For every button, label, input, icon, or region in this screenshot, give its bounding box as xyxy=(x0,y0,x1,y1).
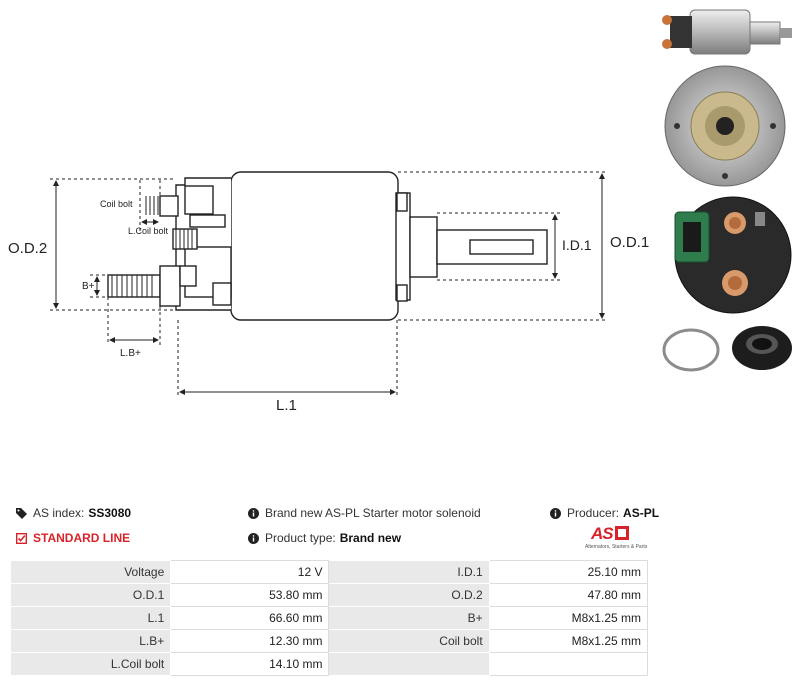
info-icon xyxy=(248,507,259,519)
solenoid-side-photo xyxy=(662,9,792,55)
label-l-coil-bolt: L.Coil bolt xyxy=(128,226,169,236)
product-type-label: Product type: xyxy=(265,531,336,545)
technical-drawing: O.D.2 O.D.1 I.D.1 L.1 L.B+ B+ Coil bolt … xyxy=(8,171,649,414)
logo-text: AS xyxy=(591,524,614,543)
spec-key: L.1 xyxy=(9,606,172,630)
label-id1: I.D.1 xyxy=(562,237,592,253)
spec-key: B+ xyxy=(328,606,490,630)
spec-value xyxy=(488,652,649,676)
producer-label: Producer: xyxy=(567,506,620,520)
spec-value: 25.10 mm xyxy=(488,560,649,584)
spec-value: M8x1.25 mm xyxy=(488,629,649,653)
spec-key: O.D.2 xyxy=(328,583,490,607)
spec-key xyxy=(328,652,490,676)
label-od2: O.D.2 xyxy=(8,240,47,257)
description: Brand new AS-PL Starter motor solenoid xyxy=(248,506,481,520)
spec-value: 66.60 mm xyxy=(170,606,330,630)
tag-icon xyxy=(16,507,27,519)
spec-value: M8x1.25 mm xyxy=(488,606,649,630)
rubber-boot-photo xyxy=(732,326,792,370)
label-lb: L.B+ xyxy=(120,348,141,359)
label-od1: O.D.1 xyxy=(610,234,649,251)
spec-value: 14.10 mm xyxy=(170,652,330,676)
spec-key: L.B+ xyxy=(9,629,172,653)
spec-value: 47.80 mm xyxy=(488,583,649,607)
label-coil-bolt: Coil bolt xyxy=(100,199,133,209)
spec-key: Voltage xyxy=(9,560,172,584)
check-square-icon xyxy=(16,532,27,544)
spec-value: 53.80 mm xyxy=(170,583,330,607)
spec-key: L.Coil bolt xyxy=(9,652,172,676)
as-index-value: SS3080 xyxy=(88,506,132,520)
circlip-photo xyxy=(662,328,720,372)
product-type: Product type: Brand new xyxy=(248,531,401,545)
spec-key: O.D.1 xyxy=(9,583,172,607)
product-type-value: Brand new xyxy=(339,531,402,545)
logo-tagline: Alternators, Starters & Parts xyxy=(585,544,648,550)
product-line-text: STANDARD LINE xyxy=(33,531,131,545)
spec-key: Coil bolt xyxy=(328,629,490,653)
product-photos xyxy=(662,9,792,372)
solenoid-rear-photo xyxy=(674,196,792,314)
as-pl-logo: AS Alternators, Starters & Parts xyxy=(585,524,649,552)
info-icon xyxy=(248,532,259,544)
spec-value: 12 V xyxy=(170,560,330,584)
as-index: AS index: SS3080 xyxy=(16,506,131,520)
producer-value: AS-PL xyxy=(623,506,660,520)
spec-key: I.D.1 xyxy=(328,560,490,584)
solenoid-front-photo xyxy=(664,65,786,187)
description-text: Brand new AS-PL Starter motor solenoid xyxy=(265,506,481,520)
spec-value: 12.30 mm xyxy=(170,629,330,653)
label-bplus: B+ xyxy=(82,281,95,292)
producer: Producer: AS-PL xyxy=(550,506,659,520)
as-index-label: AS index: xyxy=(33,506,85,520)
product-line: STANDARD LINE xyxy=(16,531,130,545)
label-l1: L.1 xyxy=(276,397,297,414)
info-icon xyxy=(550,507,561,519)
